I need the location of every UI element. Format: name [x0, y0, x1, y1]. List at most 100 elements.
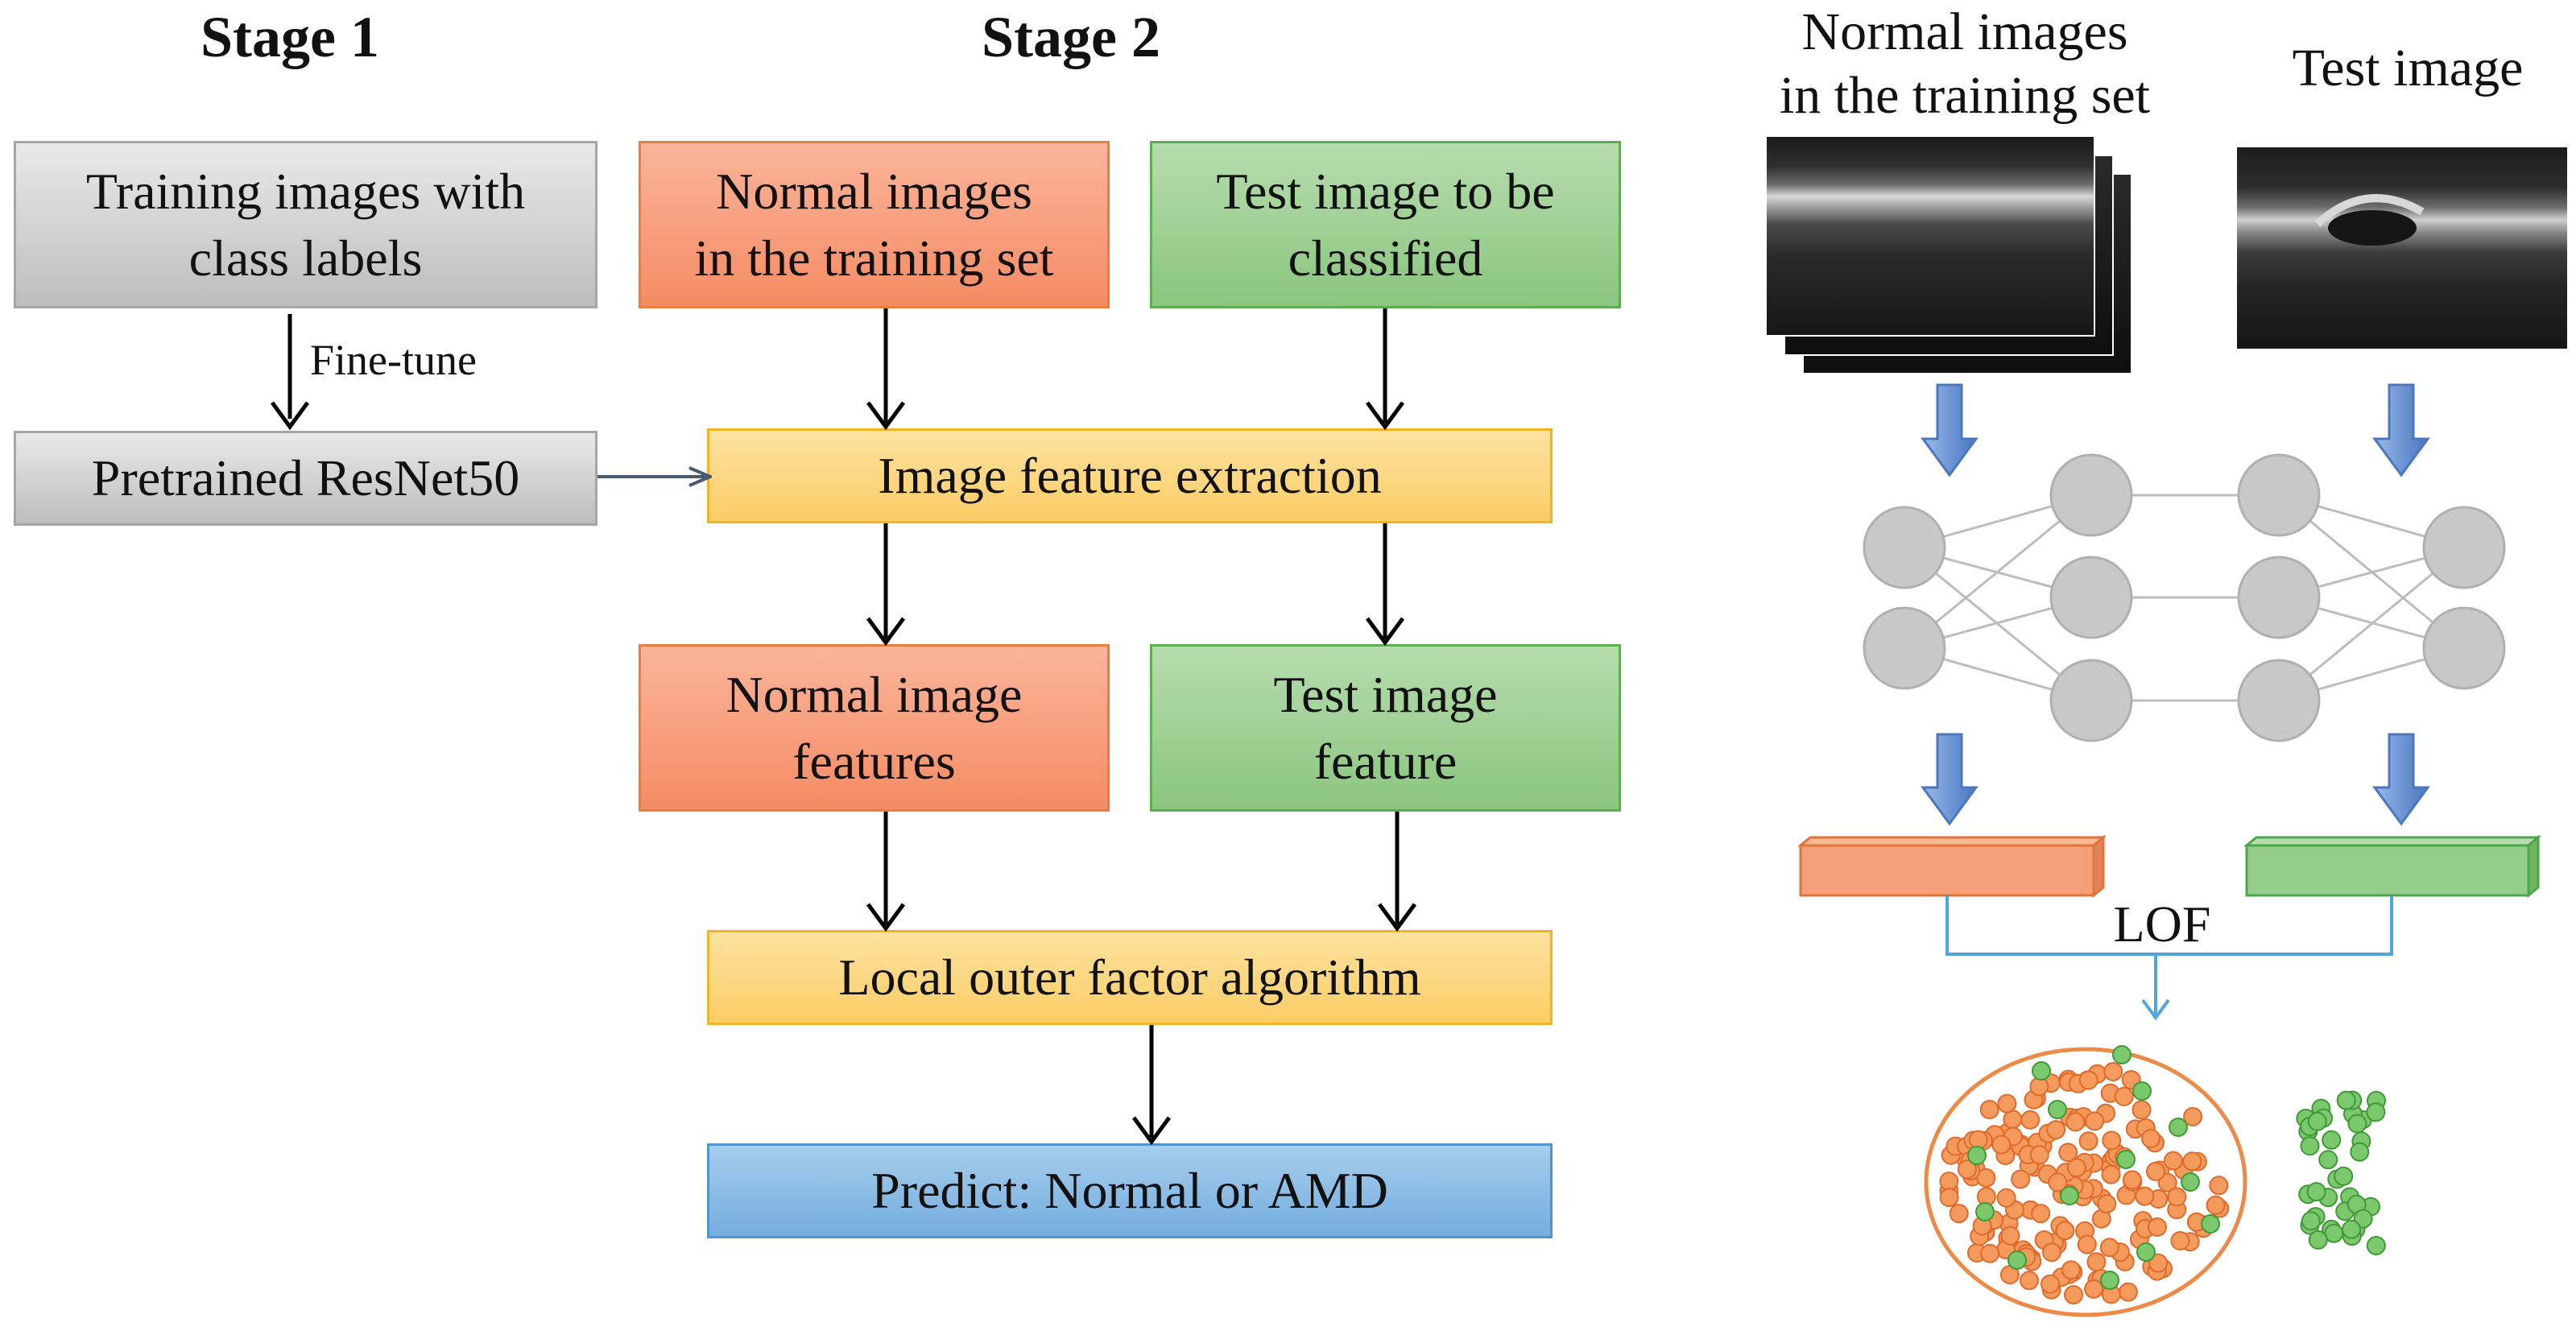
- orange-points: [1939, 1062, 2230, 1305]
- orange-feature-bar: [1797, 834, 2107, 899]
- green-point: [2181, 1172, 2200, 1192]
- orange-point: [2101, 1164, 2121, 1184]
- orange-point: [2065, 1112, 2086, 1132]
- orange-point: [2064, 1285, 2083, 1305]
- green-point: [2318, 1150, 2338, 1170]
- orange-point: [2058, 1143, 2078, 1163]
- orange-point: [2206, 1195, 2226, 1215]
- orange-point: [1980, 1243, 2000, 1263]
- orange-point: [2031, 1204, 2051, 1224]
- orange-point: [2046, 1120, 2066, 1140]
- orange-point: [2086, 1252, 2107, 1272]
- green-point: [1967, 1146, 1987, 1165]
- orange-point: [2122, 1170, 2142, 1190]
- network-node: [1863, 606, 1946, 690]
- orange-point: [2148, 1253, 2169, 1273]
- network-nodes: [1863, 453, 2506, 742]
- green-point: [2350, 1142, 2370, 1162]
- orange-point: [2148, 1217, 2167, 1237]
- orange-point: [1949, 1204, 1969, 1224]
- orange-point: [1979, 1100, 1999, 1119]
- finetune-arrow-head: [270, 401, 310, 431]
- stage2-heading: Stage 2: [982, 5, 1160, 69]
- orange-point: [2020, 1110, 2041, 1130]
- green-feature-bar: [2243, 834, 2542, 899]
- network-node: [2237, 556, 2321, 639]
- network-node: [2049, 556, 2133, 639]
- oct-test-scan: [2237, 147, 2567, 349]
- green-point: [2132, 1081, 2152, 1101]
- orange-point: [2029, 1145, 2049, 1165]
- green-point: [2347, 1114, 2367, 1134]
- normal-cluster-ellipse: [1924, 1047, 2247, 1317]
- green-points: [1967, 1045, 2386, 1290]
- green-point: [2032, 1061, 2051, 1081]
- test-image-box: Test image to be classified: [1150, 141, 1621, 308]
- green-point: [2048, 1100, 2067, 1119]
- orange-point: [2209, 1176, 2229, 1196]
- orange-point: [2183, 1106, 2203, 1126]
- orange-point: [2000, 1225, 2020, 1246]
- green-point: [2306, 1182, 2326, 1202]
- network-edges: [1904, 494, 2465, 702]
- predict-box: Predict: Normal or AMD: [707, 1143, 1553, 1238]
- orange-point: [2042, 1242, 2061, 1263]
- orange-point: [2099, 1238, 2119, 1258]
- orange-point: [2084, 1279, 2104, 1299]
- orange-point: [2078, 1070, 2098, 1090]
- orange-point: [1996, 1188, 2016, 1208]
- orange-point: [2163, 1151, 2183, 1171]
- network-node: [2237, 659, 2321, 742]
- green-point: [2366, 1236, 2386, 1255]
- oct-normal-scan-front: [1765, 135, 2095, 337]
- finetune-label: Fine-tune: [310, 336, 477, 384]
- orange-point: [2048, 1172, 2068, 1192]
- orange-point: [2141, 1129, 2160, 1148]
- green-point: [2308, 1230, 2328, 1250]
- orange-point: [2085, 1111, 2105, 1131]
- orange-point: [2041, 1274, 2060, 1294]
- orange-point: [2157, 1172, 2177, 1192]
- network-node: [2422, 606, 2506, 690]
- lof-algorithm-box: Local outer factor algorithm: [707, 930, 1553, 1025]
- green-point: [1975, 1202, 1995, 1221]
- orange-point: [2135, 1186, 2155, 1206]
- normal-images-caption: Normal images in the training set: [1779, 2, 2151, 126]
- oct-lesion-bump-icon: [2314, 194, 2425, 246]
- orange-point: [1939, 1172, 1959, 1192]
- orange-point: [2132, 1100, 2152, 1120]
- orange-point: [1957, 1159, 1977, 1180]
- network-node: [2422, 506, 2506, 589]
- orange-point: [2102, 1130, 2122, 1151]
- orange-point: [2167, 1187, 2187, 1207]
- green-point: [2169, 1118, 2188, 1137]
- green-point: [2060, 1186, 2079, 1205]
- green-point: [2300, 1136, 2320, 1156]
- green-point: [2342, 1219, 2362, 1239]
- orange-point: [2118, 1282, 2138, 1302]
- orange-point: [2011, 1169, 2031, 1189]
- orange-point: [2061, 1260, 2081, 1280]
- network-node: [2049, 659, 2133, 742]
- green-point: [2334, 1166, 2354, 1186]
- orange-point: [2055, 1221, 2075, 1241]
- green-point: [2007, 1250, 2027, 1270]
- test-image-caption: Test image: [2292, 39, 2524, 97]
- big-down-arrow-icons: [1921, 383, 2430, 826]
- orange-point: [1997, 1093, 2017, 1114]
- orange-point: [1939, 1188, 1959, 1208]
- orange-point: [2103, 1062, 2123, 1081]
- green-point: [2366, 1102, 2386, 1122]
- network-node: [1863, 506, 1946, 589]
- orange-point: [2077, 1234, 2097, 1254]
- green-point: [2307, 1111, 2327, 1131]
- green-point: [2116, 1150, 2136, 1169]
- lof-label: LOF: [2113, 895, 2211, 953]
- lof-connector: [1945, 895, 2393, 956]
- green-point: [2100, 1271, 2119, 1290]
- stage2-arrows: [866, 308, 1417, 1146]
- orange-point: [2078, 1131, 2098, 1151]
- orange-point: [1991, 1135, 2012, 1155]
- training-images-box: Training images with class labels: [14, 141, 597, 308]
